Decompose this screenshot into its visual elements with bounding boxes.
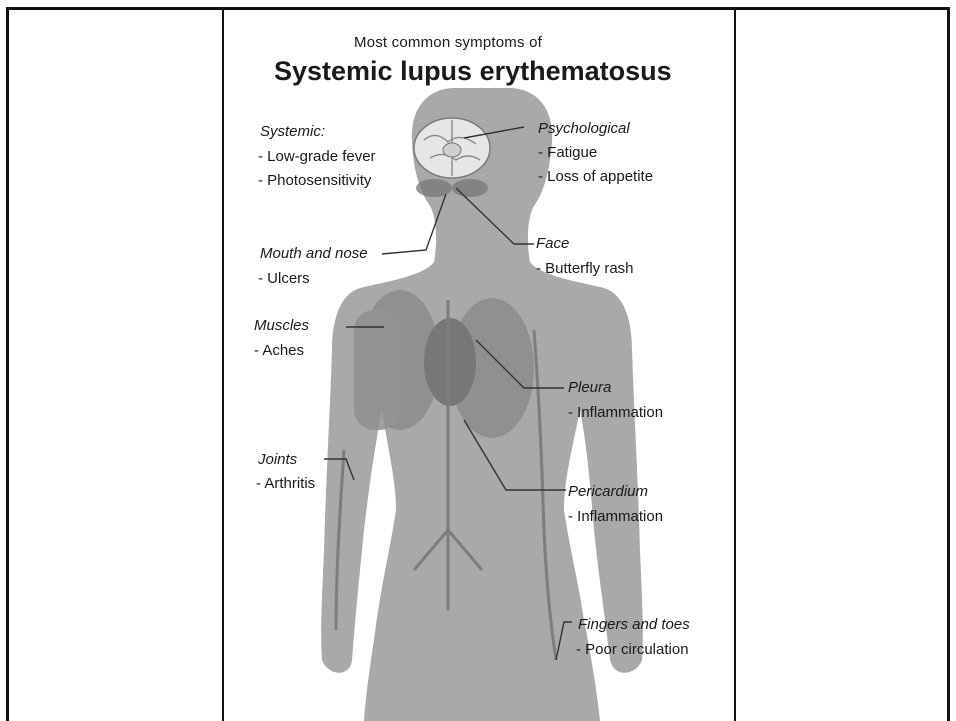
systemic-item-1: - Low-grade fever (258, 148, 376, 165)
muscles-heading: Muscles (254, 317, 309, 334)
systemic-item-2: - Photosensitivity (258, 172, 371, 189)
face-heading: Face (536, 235, 569, 252)
fingers-toes-heading: Fingers and toes (578, 616, 690, 633)
lupus-symptoms-diagram: Most common symptoms of Systemic lupus e… (224, 10, 734, 721)
pleura-heading: Pleura (568, 379, 611, 396)
body-illustration (224, 10, 734, 721)
face-item-1: - Butterfly rash (536, 260, 634, 277)
fingers-toes-item-1: - Poor circulation (576, 641, 689, 658)
mouth-nose-heading: Mouth and nose (260, 245, 368, 262)
pleura-item-1: - Inflammation (568, 404, 663, 421)
pericardium-heading: Pericardium (568, 483, 648, 500)
joints-item-1: - Arthritis (256, 475, 315, 492)
brain-icon (414, 118, 490, 178)
systemic-heading: Systemic: (260, 123, 325, 140)
pericardium-item-1: - Inflammation (568, 508, 663, 525)
subtitle: Most common symptoms of (354, 34, 542, 51)
muscles-item-1: - Aches (254, 342, 304, 359)
psychological-item-2: - Loss of appetite (538, 168, 653, 185)
joints-heading: Joints (258, 451, 297, 468)
psychological-item-1: - Fatigue (538, 144, 597, 161)
column-divider-right (734, 7, 736, 721)
psychological-heading: Psychological (538, 120, 630, 137)
mouth-nose-item-1: - Ulcers (258, 270, 310, 287)
diagram-title: Systemic lupus erythematosus (274, 56, 672, 87)
